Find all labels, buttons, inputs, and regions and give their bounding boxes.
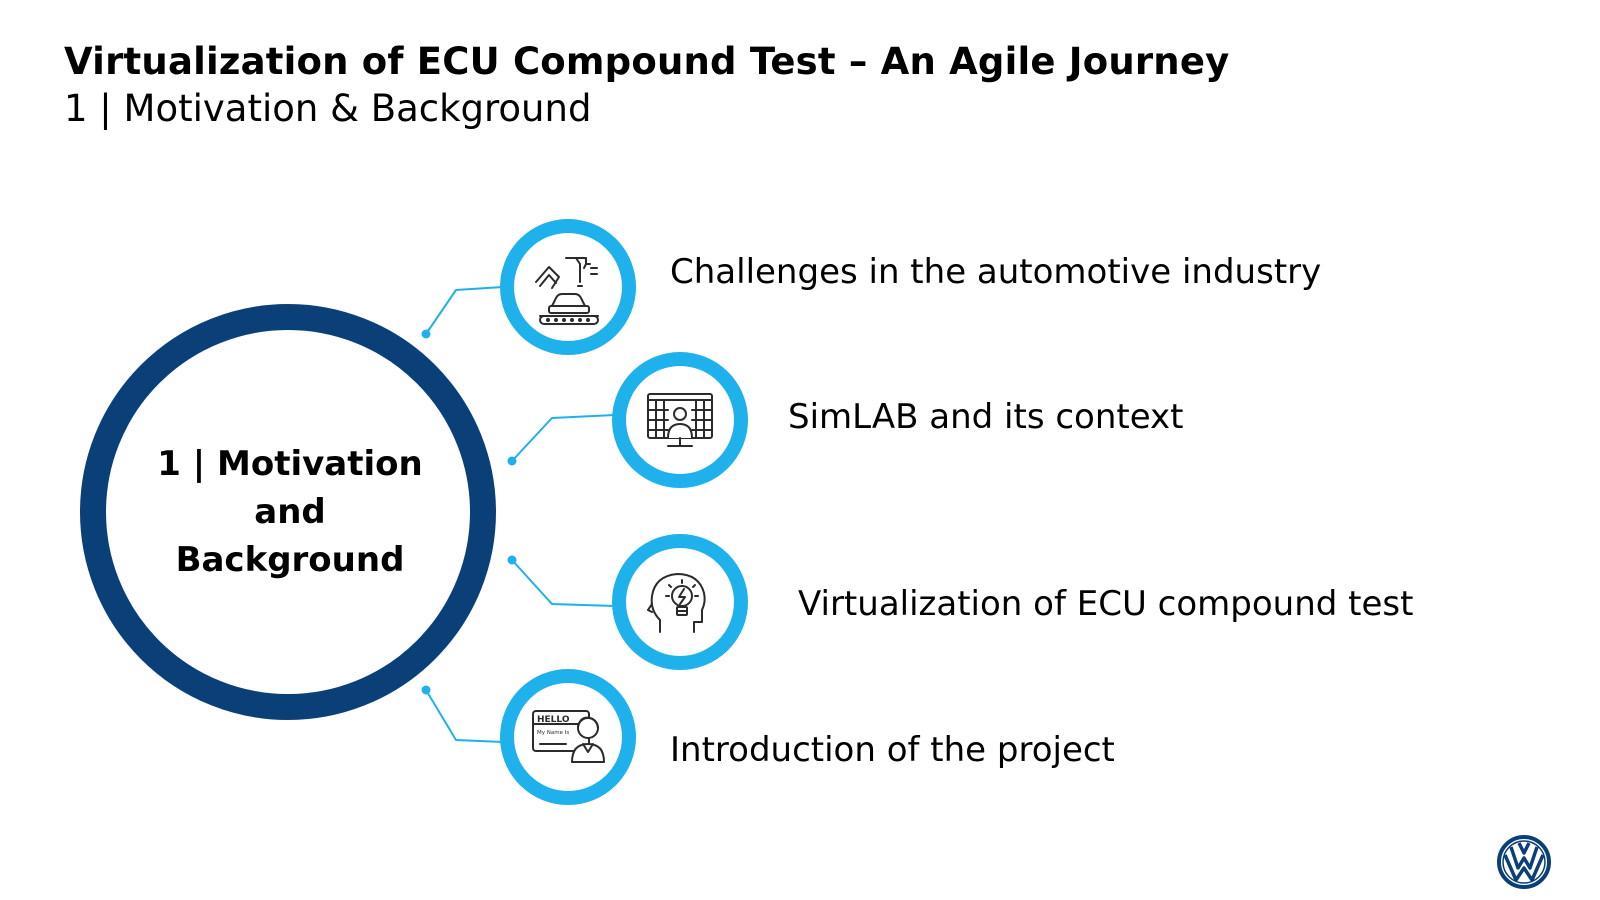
item-circle-4 [500,669,636,805]
hello-badge-title: HELLO [537,715,570,725]
main-ring [80,304,496,720]
connector-1 [421,286,504,339]
main-topic-line: 1 | Motivation [157,444,423,484]
hello-badge-subtitle: My Name Is [537,730,569,736]
person-at-screen-icon [647,393,713,447]
item-label-2: SimLAB and its context [788,397,1184,437]
main-topic-line: and [254,492,326,532]
connector-2 [507,414,616,466]
connector-3 [507,555,616,607]
item-label-1: Challenges in the automotive industry [670,252,1322,292]
slide-subtitle: 1 | Motivation & Background [64,87,592,130]
connector-4 [421,685,504,743]
robot-arm-car-assembly-icon [535,257,599,325]
main-topic-label: 1 | Motivation and Background [130,440,450,584]
volkswagen-logo [1497,835,1551,889]
item-circle-1 [500,219,636,355]
head-lightbulb-idea-icon [647,573,706,633]
item-label-4: Introduction of the project [670,730,1115,770]
main-topic-line: Background [175,540,405,580]
item-label-3: Virtualization of ECU compound test [798,584,1414,624]
item-circle-3 [612,534,748,670]
hello-name-tag-person-icon: HELLO My Name Is [532,710,605,763]
slide-title: Virtualization of ECU Compound Test – An… [64,40,1230,83]
